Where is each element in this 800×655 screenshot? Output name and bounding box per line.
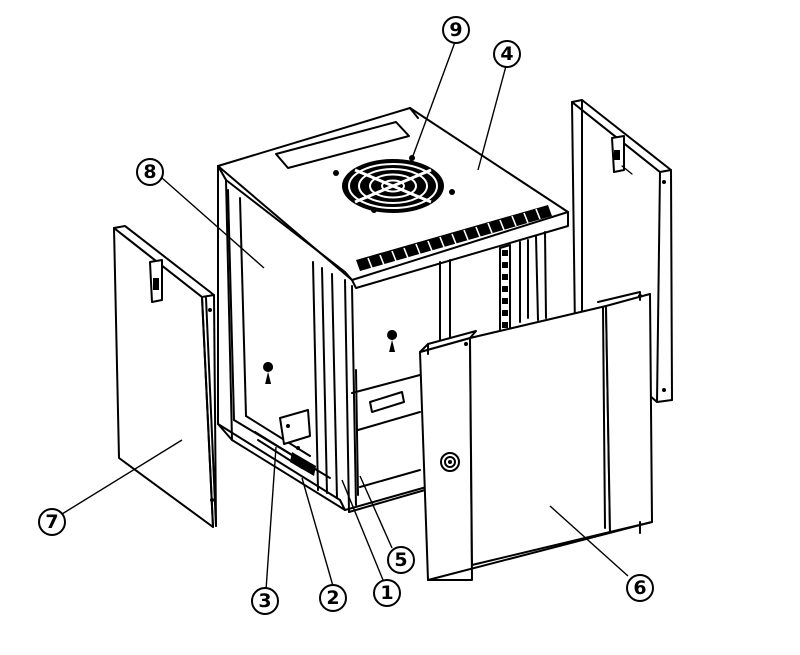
- left-side-panel: [113, 225, 217, 528]
- rear-vent: [356, 205, 552, 271]
- callout-label: 4: [500, 43, 513, 65]
- callout-5: 5: [387, 546, 415, 574]
- callout-4: 4: [493, 40, 521, 68]
- callout-8: 8: [136, 158, 164, 186]
- callout-label: 9: [449, 19, 462, 41]
- callout-label: 6: [633, 577, 646, 599]
- callout-6: 6: [626, 574, 654, 602]
- callout-label: 1: [380, 582, 393, 604]
- callout-label: 3: [258, 590, 271, 612]
- callout-9: 9: [442, 16, 470, 44]
- callout-label: 7: [45, 511, 58, 533]
- callout-2: 2: [319, 584, 347, 612]
- callout-label: 2: [326, 587, 339, 609]
- callout-1: 1: [373, 579, 401, 607]
- callout-label: 8: [143, 161, 156, 183]
- cabinet-body: [217, 107, 569, 513]
- rack-rail: [499, 231, 547, 334]
- top-fan: [333, 155, 455, 213]
- front-door: [419, 291, 653, 581]
- callout-7: 7: [38, 508, 66, 536]
- leader-lines: [61, 41, 629, 591]
- callout-3: 3: [251, 587, 279, 615]
- callout-label: 5: [394, 549, 407, 571]
